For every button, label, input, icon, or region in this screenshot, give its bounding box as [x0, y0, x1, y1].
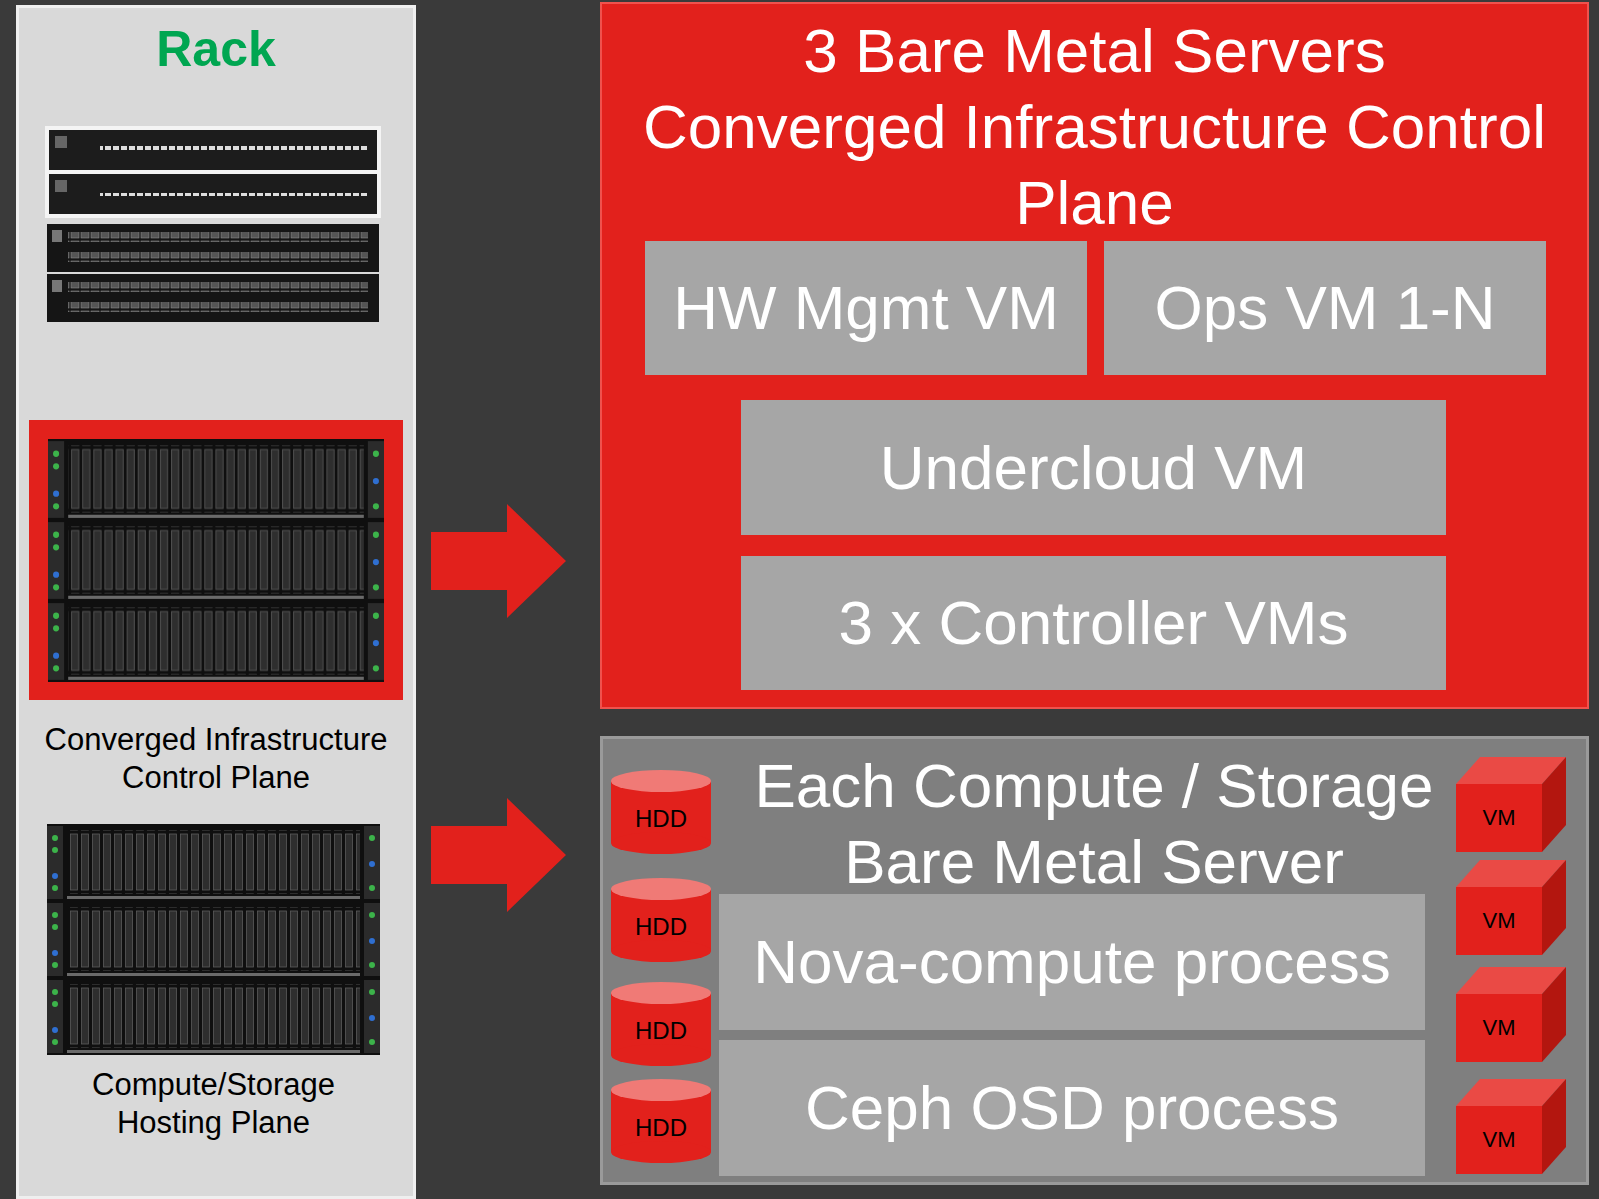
vm-cube: VM	[1456, 860, 1566, 955]
box-heading: 3 Bare Metal Servers	[610, 13, 1579, 89]
vm-cube: VM	[1456, 1079, 1566, 1174]
disk-label: HDD	[610, 1114, 712, 1142]
vm-box: Ops VM 1-N	[1104, 241, 1546, 375]
control-plane-box: 3 Bare Metal ServersConverged Infrastruc…	[600, 2, 1589, 709]
box-heading: Each Compute / Storage Bare Metal Server	[724, 748, 1464, 900]
box-label: Ops VM 1-N	[1154, 273, 1495, 343]
vm-box: HW Mgmt VM	[645, 241, 1087, 375]
cube-shape	[1456, 967, 1566, 1062]
disk-label: HDD	[610, 1017, 712, 1045]
cube-shape	[1456, 860, 1566, 955]
disk-label: HDD	[610, 805, 712, 833]
disk-cylinder: HDD	[610, 1078, 712, 1164]
process-box: Ceph OSD process	[719, 1040, 1425, 1176]
server-group: Converged Infrastructure Control Plane	[29, 420, 403, 797]
vm-label: VM	[1456, 908, 1542, 934]
block-arrow	[431, 798, 566, 912]
vm-cube: VM	[1456, 757, 1566, 852]
box-label: Nova-compute process	[753, 927, 1391, 997]
disk-cylinder: HDD	[610, 877, 712, 963]
box-label: 3 x Controller VMs	[839, 588, 1349, 658]
plane-label: Compute/Storage Hosting Plane	[47, 1066, 380, 1142]
disk-cylinder: HDD	[610, 769, 712, 855]
cube-shape	[1456, 1079, 1566, 1174]
box-label: Ceph OSD process	[805, 1073, 1339, 1143]
vm-label: VM	[1456, 805, 1542, 831]
cube-shape	[1456, 757, 1566, 852]
server-group: Compute/Storage Hosting Plane	[47, 824, 380, 1142]
vm-label: VM	[1456, 1127, 1542, 1153]
box-heading: Converged Infrastructure Control Plane	[610, 89, 1579, 241]
compute-server-box: Each Compute / Storage Bare Metal Server…	[600, 736, 1589, 1185]
disk-label: HDD	[610, 913, 712, 941]
panel-heading: Rack	[16, 19, 416, 79]
disk-cylinder: HDD	[610, 981, 712, 1067]
vm-box: Undercloud VM	[741, 400, 1446, 535]
process-box: Nova-compute process	[719, 894, 1425, 1030]
plane-label: Converged Infrastructure Control Plane	[29, 721, 403, 797]
box-label: Undercloud VM	[880, 433, 1307, 503]
vm-label: VM	[1456, 1015, 1542, 1041]
box-label: HW Mgmt VM	[673, 273, 1059, 343]
red-frame	[29, 420, 403, 700]
rack-panel: RackConverged Infrastructure Control Pla…	[16, 5, 416, 1199]
vm-cube: VM	[1456, 967, 1566, 1062]
block-arrow	[431, 504, 566, 618]
vm-box: 3 x Controller VMs	[741, 556, 1446, 690]
